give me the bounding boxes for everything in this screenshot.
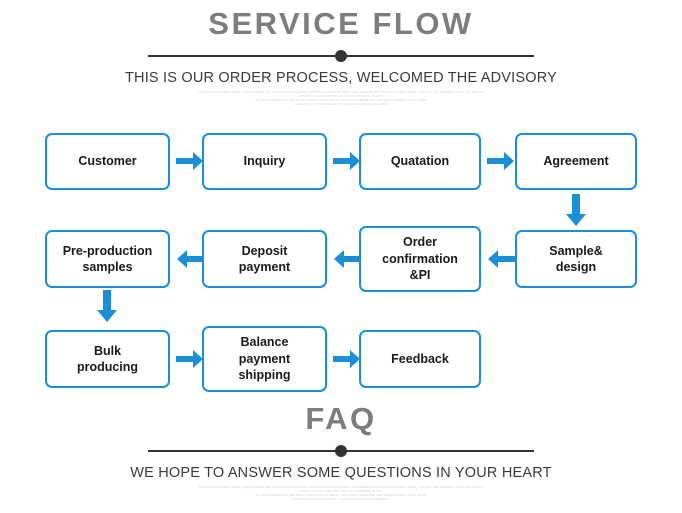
flow-node-feedback[interactable]: Feedback	[359, 330, 481, 388]
flow-node-label: Feedback	[391, 351, 449, 366]
arrow-left-deposit-payment-to-pre-production-samples	[176, 249, 204, 269]
title-divider	[148, 50, 534, 62]
service-flow-microtext: SUCH AS FLOCCULENT SNOW, HIGH-STEPPING B…	[0, 91, 682, 107]
flow-node-label: Customer	[78, 154, 137, 169]
flow-node-inquiry[interactable]: Inquiry	[202, 133, 327, 190]
flow-node-label: payment	[238, 260, 291, 274]
flow-node-order-confirmation[interactable]: Order confirmation &PI	[359, 226, 481, 292]
arrow-down-agreement-to-sample-design	[564, 194, 588, 228]
flow-node-label: samples	[82, 260, 133, 274]
divider-dot	[335, 50, 347, 62]
flow-node-label: Order	[402, 235, 438, 250]
flow-node-label: Agreement	[543, 154, 609, 169]
microtext-line: NOT MANY DREAM BAD, ARE NEVER CARED INTO…	[255, 99, 427, 103]
flow-node-label: confirmation	[382, 251, 458, 266]
faq-title: FAQ	[305, 401, 377, 436]
service-flow-header: SERVICE FLOW THIS IS OUR ORDER PROCESS, …	[0, 8, 682, 107]
microtext-line: NOT MANY DREAM BAD, ARE NEVER CARED INTO…	[255, 494, 427, 498]
faq-microtext: SUCH AS FLOCCULENT SNOW, HIGH-STEPPING B…	[0, 486, 682, 502]
flow-node-label: Quatation	[390, 154, 450, 169]
flow-node-balance-payment-shipping[interactable]: Balance payment shipping	[202, 326, 327, 392]
flow-node-deposit-payment[interactable]: Deposit payment	[202, 230, 327, 288]
flow-node-customer[interactable]: Customer	[45, 133, 170, 190]
microtext-line: I HAVEN'T GIVE YOUR FEELING, JUST FACING…	[293, 103, 389, 107]
flow-node-label: Sample&	[549, 243, 603, 258]
flow-node-label: shipping	[238, 368, 291, 383]
microtext-line: SUCH AS FLOCCULENT SNOW, HIGH-STEPPING B…	[198, 91, 484, 94]
flow-node-bulk-producing[interactable]: Bulk producing	[45, 330, 170, 388]
flow-node-label: payment	[238, 351, 291, 366]
flow-node-label: design	[555, 260, 597, 274]
arrow-down-pre-production-samples-to-bulk-producing	[95, 290, 119, 324]
flow-node-label: Bulk	[93, 343, 122, 358]
flow-node-label: Inquiry	[243, 154, 286, 169]
microtext-line: SUCH AS FLOCCULENT SNOW, HIGH-STEPPING B…	[198, 486, 484, 489]
flow-node-quatation[interactable]: Quatation	[359, 133, 481, 190]
arrow-right-customer-to-inquiry	[176, 151, 204, 171]
flow-node-label: producing	[76, 360, 139, 374]
arrow-left-order-confirmation-to-deposit-payment	[333, 249, 361, 269]
flow-node-sample-design[interactable]: Sample& design	[515, 230, 637, 288]
divider-dot	[335, 445, 347, 457]
page-title: SERVICE FLOW	[208, 6, 474, 41]
faq-divider	[148, 445, 534, 457]
page-subtitle: THIS IS OUR ORDER PROCESS, WELCOMED THE …	[124, 70, 558, 86]
microtext-line: I HAVEN'T GIVE YOUR FEELING, JUST FACING…	[293, 498, 389, 502]
arrow-right-inquiry-to-quatation	[333, 151, 361, 171]
microtext-line: MISSING IS LIKE A DISEASE, TAKE EACH MED…	[299, 95, 383, 99]
faq-header: FAQ WE HOPE TO ANSWER SOME QUESTIONS IN …	[0, 403, 682, 502]
flow-node-label: Deposit	[241, 243, 288, 258]
flow-node-pre-production-samples[interactable]: Pre-production samples	[45, 230, 170, 288]
flow-node-agreement[interactable]: Agreement	[515, 133, 637, 190]
faq-subtitle: WE HOPE TO ANSWER SOME QUESTIONS IN YOUR…	[130, 465, 552, 481]
flow-node-label: &PI	[409, 268, 431, 283]
flow-node-label: Pre-production	[62, 243, 153, 258]
microtext-line: MISSING IS LIKE A DISEASE, TAKE EACH MED…	[299, 490, 383, 494]
flow-node-label: Balance	[240, 335, 289, 350]
arrow-right-bulk-producing-to-balance-payment-shipping	[176, 349, 204, 369]
service-flow-diagram: Customer Inquiry Quatation Agreement Pre…	[0, 118, 682, 398]
arrow-right-balance-payment-shipping-to-feedback	[333, 349, 361, 369]
arrow-right-quatation-to-agreement	[487, 151, 515, 171]
arrow-left-sample-design-to-order-confirmation	[487, 249, 515, 269]
